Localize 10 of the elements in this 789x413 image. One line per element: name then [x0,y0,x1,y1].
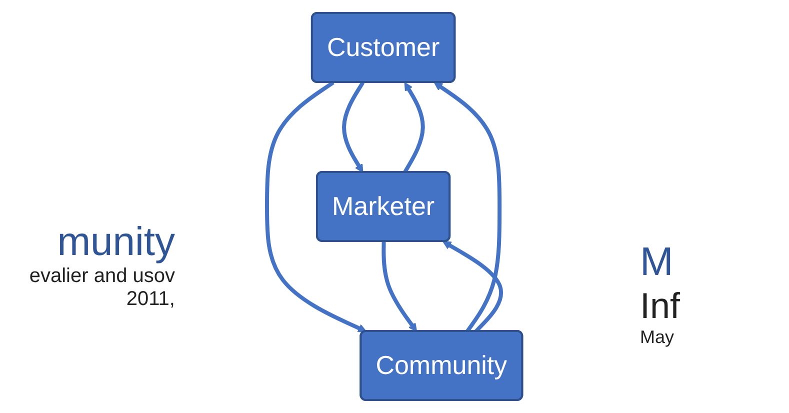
body-text: May [640,327,676,348]
heading-text: M [640,240,674,285]
heading-text: munity [56,220,175,265]
body-text: evalier and usov 2011, [28,265,175,311]
arrow [434,82,502,333]
arrow [265,80,368,332]
arrow [442,241,504,333]
arrow [382,241,418,332]
arrow [342,81,365,173]
body-text: Inf [640,285,682,327]
